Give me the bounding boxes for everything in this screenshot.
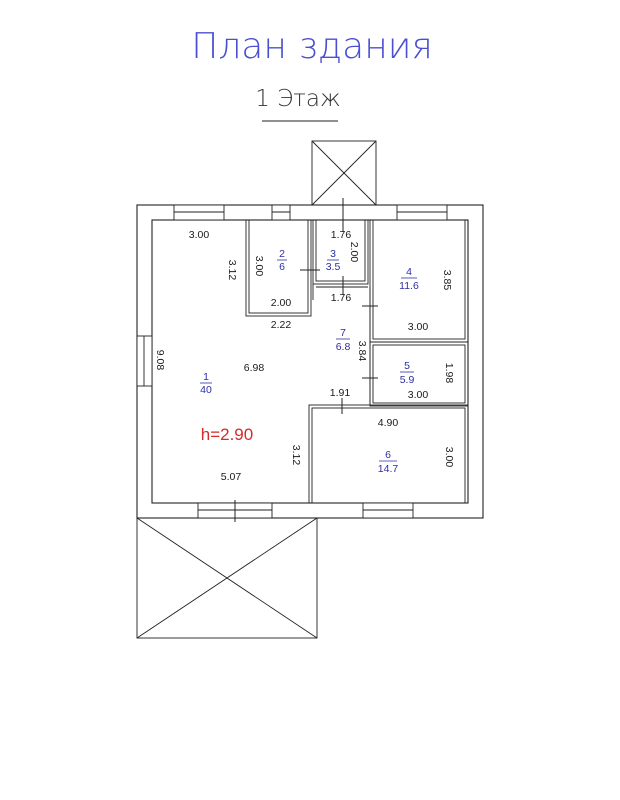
room-label-2: 2 6 xyxy=(277,248,287,273)
dim-r4-height: 3.85 xyxy=(441,270,453,291)
plan-title: План здания xyxy=(191,26,433,67)
dim-r7-left: 2.22 xyxy=(271,319,292,331)
room-number: 3 xyxy=(330,248,336,260)
window xyxy=(173,204,225,221)
room-area: 6 xyxy=(279,261,285,273)
room-label-5: 5 5.9 xyxy=(400,360,415,386)
dim-r5-bottom: 3.00 xyxy=(408,389,429,401)
windows xyxy=(136,204,448,519)
floor-subtitle: 1 Этаж xyxy=(255,86,341,112)
dim-r1-lower: 3.12 xyxy=(290,445,302,466)
room-number: 1 xyxy=(203,371,209,383)
dim-r2-height: 3.00 xyxy=(253,256,265,277)
dim-r3-height: 2.00 xyxy=(348,242,360,263)
room-number: 6 xyxy=(385,449,391,461)
room-number: 7 xyxy=(340,327,346,339)
dim-r7-bottom: 1.91 xyxy=(330,387,351,399)
room-label-4: 4 11.6 xyxy=(399,266,419,292)
dim-r6-height: 3.00 xyxy=(443,447,455,468)
doors xyxy=(234,198,378,522)
window xyxy=(271,204,291,221)
room-area: 11.6 xyxy=(399,280,419,292)
dim-r5-height: 1.98 xyxy=(443,363,455,384)
ceiling-height: h=2.90 xyxy=(201,425,253,444)
window xyxy=(136,335,153,387)
dim-r1-top: 3.00 xyxy=(189,229,210,241)
dimension-labels: 3.00 3.12 9.08 6.98 5.07 3.12 3.00 2.00 … xyxy=(154,229,455,483)
dim-r1-depth: 9.08 xyxy=(154,350,166,371)
room-number: 4 xyxy=(406,266,412,278)
room-number: 5 xyxy=(404,360,410,372)
window xyxy=(362,502,414,519)
room-area: 5.9 xyxy=(400,374,415,386)
room-label-7: 7 6.8 xyxy=(336,327,351,353)
window xyxy=(396,204,448,221)
dim-r7-height: 3.84 xyxy=(356,341,368,362)
dim-r1-bottom: 5.07 xyxy=(221,471,242,483)
room-area: 40 xyxy=(200,384,212,396)
terrace-bottom xyxy=(136,517,318,639)
room-area: 14.7 xyxy=(378,463,399,475)
room-area: 6.8 xyxy=(336,341,351,353)
room-number: 2 xyxy=(279,248,285,260)
room-label-6: 6 14.7 xyxy=(378,449,399,475)
room-area: 3.5 xyxy=(326,261,341,273)
room-label-1: 1 40 xyxy=(200,371,212,396)
dim-r2-bottom: 2.00 xyxy=(271,297,292,309)
dim-r6-top: 4.90 xyxy=(378,417,399,429)
outer-walls xyxy=(136,204,484,519)
dim-r4-bottom: 3.00 xyxy=(408,321,429,333)
porch-top xyxy=(311,140,377,206)
room-label-3: 3 3.5 xyxy=(326,248,341,273)
dim-r7-top: 1.76 xyxy=(331,292,352,304)
dim-r1-height: 3.12 xyxy=(226,260,238,281)
dim-r3-top: 1.76 xyxy=(331,229,352,241)
dim-r1-length: 6.98 xyxy=(244,362,265,374)
